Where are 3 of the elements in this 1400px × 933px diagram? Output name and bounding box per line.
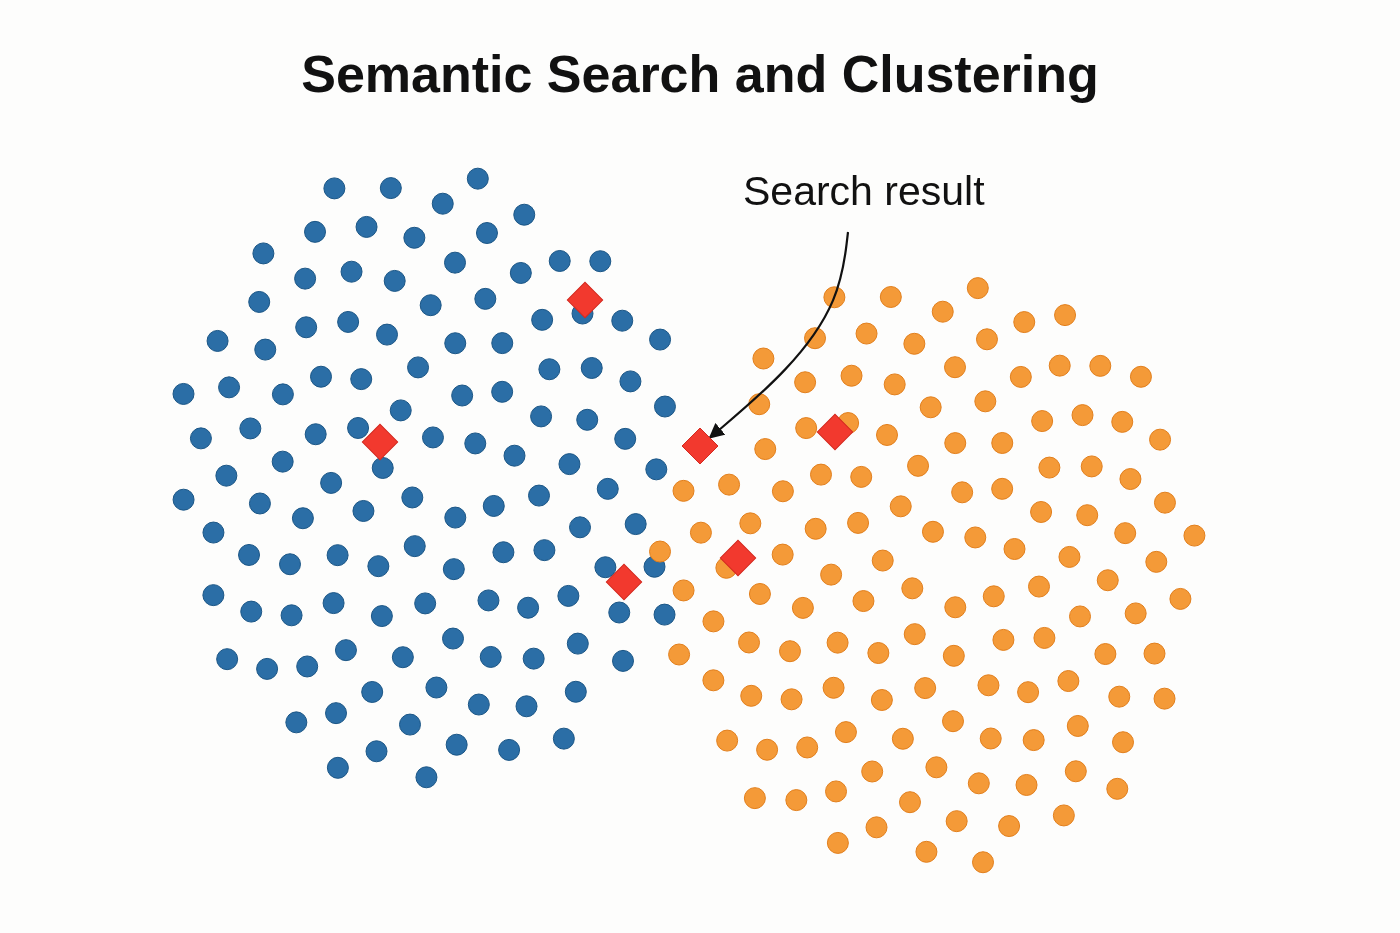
callout-text: Search result xyxy=(743,168,986,215)
leader-arrow xyxy=(708,231,850,439)
diagram-title: Semantic Search and Clustering xyxy=(300,44,1100,104)
